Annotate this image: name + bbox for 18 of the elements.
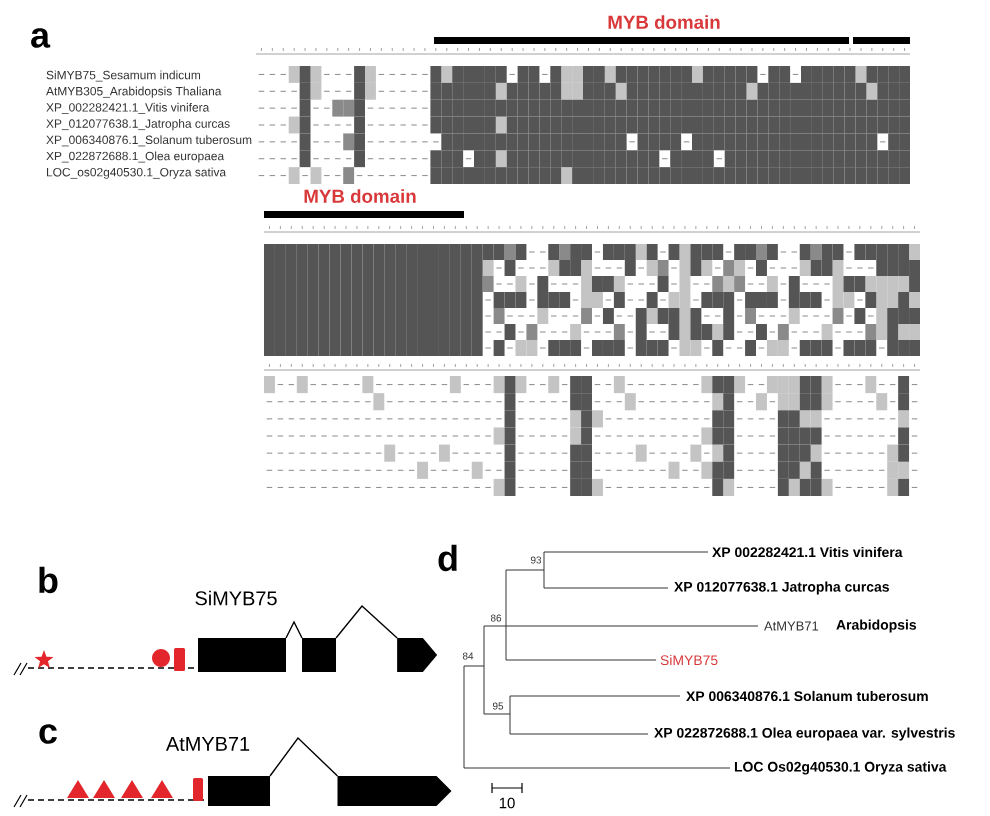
intron-line (285, 620, 303, 639)
panel-letter: c (39, 724, 57, 744)
domain-label: MYB domain (608, 15, 720, 29)
gene-name: SiMYB75 (195, 590, 277, 606)
exon-block (198, 638, 286, 672)
panel-letter: a (31, 28, 51, 48)
panel-letter: d (438, 544, 457, 572)
domain-label: MYB domain (304, 189, 416, 203)
exon-block (302, 638, 336, 672)
intron-line (335, 605, 398, 639)
exon-block (337, 776, 452, 806)
panel-letter: b (39, 566, 58, 594)
exon-block (208, 776, 270, 806)
exon-block (397, 638, 438, 672)
intron-line (269, 736, 339, 777)
gene-name: AtMYB71 (165, 737, 250, 751)
promoter-line (27, 799, 209, 801)
promoter-line (27, 667, 199, 669)
